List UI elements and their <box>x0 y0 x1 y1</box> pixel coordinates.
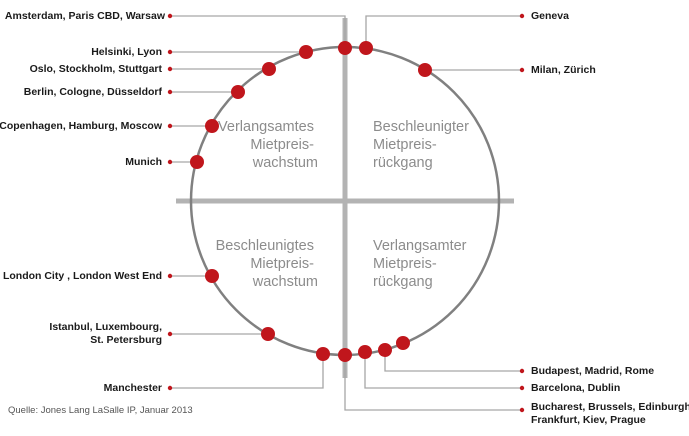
leader-line-barcelona <box>364 352 522 389</box>
leader-line-bucharest <box>344 355 522 411</box>
city-label-berlin: Berlin, Cologne, Düsseldorf <box>24 86 163 98</box>
leader-end-marker-berlin <box>167 89 173 95</box>
city-label-munich: Munich <box>125 156 162 168</box>
leader-end-marker-london <box>167 273 173 279</box>
leader-line-budapest <box>384 350 522 372</box>
city-marker-oslo <box>262 62 276 76</box>
city-marker-amsterdam <box>338 41 352 55</box>
city-marker-manchester <box>316 347 330 361</box>
city-label-helsinki: Helsinki, Lyon <box>91 46 162 58</box>
city-marker-milan <box>418 63 432 77</box>
city-label-istanbul: Istanbul, Luxembourg,St. Petersburg <box>49 321 162 346</box>
city-label-copenhagen: Copenhagen, Hamburg, Moscow <box>0 120 163 132</box>
leader-end-marker-geneva <box>519 13 525 19</box>
city-label-milan: Milan, Zürich <box>531 64 596 76</box>
source-note: Quelle: Jones Lang LaSalle IP, Januar 20… <box>8 405 193 416</box>
city-marker-helsinki <box>299 45 313 59</box>
city-label-london: London City , London West End <box>3 270 162 282</box>
city-marker-istanbul <box>261 327 275 341</box>
city-marker-munich <box>190 155 204 169</box>
leader-end-marker-copenhagen <box>167 123 173 129</box>
city-marker-budapest <box>378 343 392 357</box>
leader-end-marker-amsterdam <box>167 13 173 19</box>
quadrant-bottom-right-label: Verlangsamter Mietpreis- rückgang <box>373 238 471 290</box>
leader-end-marker-barcelona <box>519 385 525 391</box>
quadrant-bottom-left-label: Beschleunigtes Mietpreis- wachstum <box>216 238 318 290</box>
leader-end-marker-helsinki <box>167 49 173 55</box>
city-marker-copenhagen <box>205 119 219 133</box>
leader-end-marker-budapest <box>519 368 525 374</box>
leader-end-marker-oslo <box>167 66 173 72</box>
city-marker-bucharest <box>338 348 352 362</box>
city-marker-barcelona <box>358 345 372 359</box>
city-label-barcelona: Barcelona, Dublin <box>531 382 620 394</box>
city-marker-berlin <box>231 85 245 99</box>
leader-end-marker-istanbul <box>167 331 173 337</box>
city-label-budapest: Budapest, Madrid, Rome <box>531 365 654 377</box>
leader-end-marker-manchester <box>167 385 173 391</box>
leader-line-amsterdam <box>170 15 346 48</box>
city-label-manchester: Manchester <box>104 382 162 394</box>
leader-line-geneva <box>365 15 522 48</box>
quadrant-top-left-label: Verlangsamtes Mietpreis- wachstum <box>218 119 318 171</box>
city-label-oslo: Oslo, Stockholm, Stuttgart <box>30 63 163 75</box>
city-marker-extra-0 <box>396 336 410 350</box>
leader-end-marker-bucharest <box>519 407 525 413</box>
quadrant-top-right-label: Beschleunigter Mietpreis- rückgang <box>373 119 473 171</box>
leader-end-marker-milan <box>519 67 525 73</box>
leader-end-marker-munich <box>167 159 173 165</box>
city-label-geneva: Geneva <box>531 10 569 22</box>
leader-line-manchester <box>170 354 324 389</box>
city-label-amsterdam: Amsterdam, Paris CBD, Warsaw <box>5 10 166 22</box>
city-marker-london <box>205 269 219 283</box>
city-marker-geneva <box>359 41 373 55</box>
city-label-bucharest: Bucharest, Brussels, Edinburgh,Frankfurt… <box>531 401 689 426</box>
